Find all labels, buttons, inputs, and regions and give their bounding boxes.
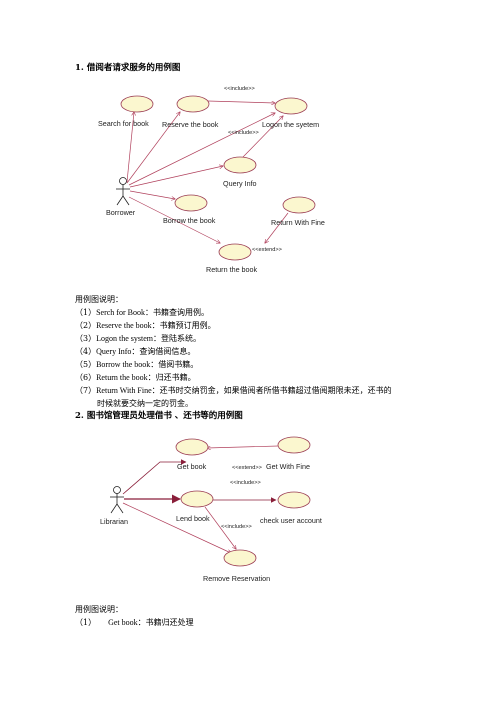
assoc-get-book	[122, 459, 187, 495]
usecase-lend-book	[180, 490, 214, 508]
item-number: （3）	[75, 334, 97, 343]
item-name: Logon the system：	[96, 334, 161, 343]
usecase-fine-label: Return With Fine	[271, 218, 325, 227]
stereotype-include-top: <<include>>	[224, 86, 255, 92]
usecase-get-book	[175, 438, 209, 456]
item-number: （1）	[75, 308, 97, 317]
item-name: Reserve the book：	[96, 321, 160, 330]
usecase-logon-the-system	[274, 97, 308, 115]
item-name: Serch for Book：	[96, 308, 153, 317]
usecase-remove-reservation-label: Remove Reservation	[203, 574, 270, 583]
section1-item-1: （1）Serch for Book：书籍查询用例。	[75, 307, 209, 319]
usecase-get-book-label: Get book	[177, 462, 207, 471]
section1-item-6: （6）Return the book：归还书籍。	[75, 372, 196, 384]
section1-item-4: （4）Query Info：查询借阅信息。	[75, 346, 195, 358]
item-text: 查询借阅信息。	[139, 347, 196, 356]
usecase-search-label: Search for book	[98, 119, 149, 128]
usecase-lend-book-label: Lend book	[176, 514, 210, 523]
usecase-get-with-fine	[277, 436, 311, 454]
section1-item-7: （7）Return With Fine：还书时交纳罚金，如果借阅者所借书籍超过借…	[75, 385, 392, 397]
include-query-logon	[242, 116, 283, 158]
usecase-check-account-label: check user account	[260, 516, 322, 525]
section1-item-3: （3）Logon the system：登陆系统。	[75, 333, 201, 345]
usecase-borrow-label: Borrow the book	[163, 216, 216, 225]
item-name: Return the book：	[96, 373, 156, 382]
usecase-borrow-the-book	[174, 194, 208, 212]
item-number: （2）	[75, 321, 97, 330]
item-text: 登陆系统。	[160, 334, 201, 343]
section1-item-5: （5）Borrow the book：借阅书籍。	[75, 359, 198, 371]
usecase-check-user-account	[277, 491, 311, 509]
item-text: 书籍归还处理	[145, 618, 194, 627]
item-text: 归还书籍。	[155, 373, 196, 382]
section1-item-2: （2）Reserve the book：书籍预订用例。	[75, 320, 216, 332]
item-text: 借阅书籍。	[158, 360, 199, 369]
item-number: （6）	[75, 373, 97, 382]
usecase-logon-label: Logon the syetem	[262, 120, 319, 129]
librarian-actor	[110, 486, 124, 514]
item-name: Get book：	[108, 618, 146, 627]
item-text: 书籍预订用例。	[159, 321, 216, 330]
item-name: Borrow the book：	[96, 360, 159, 369]
usecase-reserve-label: Reserve the book	[162, 120, 219, 129]
assoc-logon	[128, 113, 275, 186]
section2-title: 2. 图书馆管理员处理借书 、还书等的用例图	[75, 411, 243, 421]
usecase-return-the-book	[218, 243, 252, 261]
item-name: Query Info：	[96, 347, 140, 356]
section2-desc-title: 用例图说明：	[75, 605, 123, 614]
extend-fine-get	[207, 445, 279, 448]
extend-fine-return	[265, 212, 289, 243]
assoc-search	[126, 112, 134, 183]
usecase-get-with-fine-label: Get With Fine	[266, 462, 310, 471]
assoc-return	[128, 196, 220, 243]
item-number: （4）	[75, 347, 97, 356]
librarian-actor-label: Librarian	[100, 517, 128, 526]
include-reserve-logon	[207, 100, 275, 103]
usecase-return-label: Return the book	[206, 265, 258, 274]
section1-title: 1. 借阅者请求服务的用例图	[75, 63, 181, 73]
assoc-reserve	[126, 112, 180, 184]
stereotype-include-2b: <<include>>	[221, 524, 252, 530]
usecase-remove-reservation	[223, 549, 257, 567]
borrower-actor	[116, 177, 130, 206]
borrower-actor-label: Borrower	[106, 208, 136, 217]
section1-desc-title: 用例图说明：	[75, 295, 123, 304]
assoc-borrow	[129, 190, 175, 199]
section2-item-1: （1） Get book：书籍归还处理	[75, 617, 194, 629]
usecase-query-info	[223, 156, 257, 174]
stereotype-include-mid: <<include>>	[228, 130, 259, 136]
usecase-reserve-the-book	[176, 95, 210, 113]
item-number: （5）	[75, 360, 97, 369]
assoc-remove-reservation	[122, 502, 231, 553]
usecase-return-with-fine	[282, 196, 316, 214]
assoc-query	[129, 166, 223, 188]
item-number: （1）	[75, 618, 97, 627]
include-lend-remove	[204, 506, 236, 549]
stereotype-include-2a: <<include>>	[230, 480, 261, 486]
stereotype-extend: <<extend>>	[252, 247, 282, 253]
usecase-query-label: Query Info	[223, 179, 257, 188]
usecase-search-for-book	[120, 95, 154, 113]
item-text: 书籍查询用例。	[152, 308, 209, 317]
item-number: （7）	[75, 386, 97, 395]
stereotype-extend-2: <<extend>>	[232, 465, 262, 471]
item-text: 还书时交纳罚金，如果借阅者所借书籍超过借阅期限未还，还书的	[159, 386, 392, 395]
section1-item-7-continuation: 时候就要交纳一定的罚金。	[97, 399, 193, 408]
item-name: Return With Fine：	[96, 386, 160, 395]
